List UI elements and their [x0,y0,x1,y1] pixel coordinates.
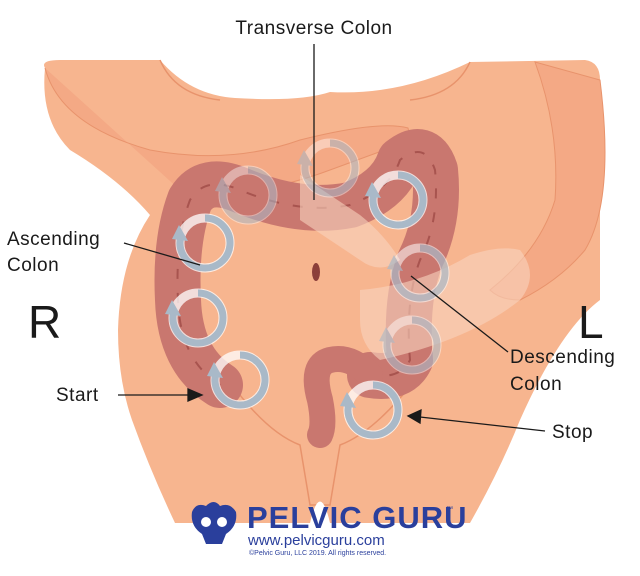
label-ascending-line1: Ascending [7,229,100,250]
leader-lines [118,44,546,432]
brand-name: PELVIC GURU [247,500,468,535]
brand-copyright: ©Pelvic Guru, LLC 2019. All rights reser… [249,549,386,557]
pelvis-logo-icon [191,502,237,544]
label-start: Start [56,385,99,406]
brand-url: www.pelvicguru.com [247,532,385,549]
label-stop: Stop [552,422,593,443]
label-descending-line1: Descending [510,347,615,368]
label-left-side: L [578,296,604,348]
brand-trademark: ™ [446,506,453,513]
label-transverse-colon: Transverse Colon [235,18,392,39]
navel [312,263,320,281]
hands [300,175,530,360]
brand-footer: PELVIC GURU ™ www.pelvicguru.com ©Pelvic… [191,500,468,557]
label-right-side: R [28,296,61,348]
label-descending-line2: Colon [510,374,562,395]
label-ascending-line2: Colon [7,255,59,276]
